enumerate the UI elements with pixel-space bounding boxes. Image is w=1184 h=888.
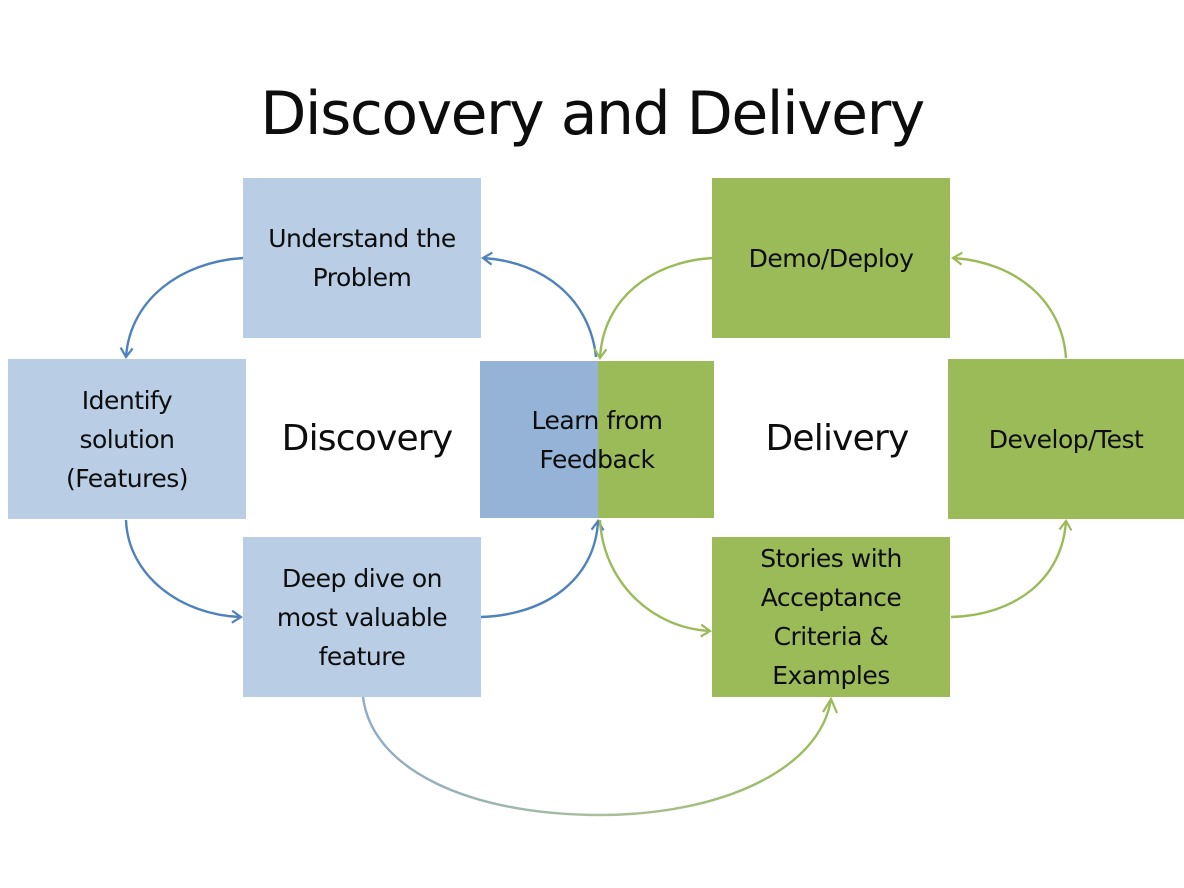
node-identify-solution-label: Identify solution (Features) — [65, 385, 189, 493]
node-deep-dive: Deep dive on most valuable feature — [243, 537, 481, 697]
node-understand-problem: Understand the Problem — [243, 178, 481, 338]
arrow-develop-to-demo — [951, 251, 1068, 359]
arrow-deepdive-to-stories — [361, 696, 833, 817]
node-develop-test-label: Develop/Test — [988, 424, 1144, 454]
arrowhead-stories-bottom — [822, 696, 839, 714]
node-learn-from-feedback: Learn from Feedback — [480, 361, 714, 518]
node-develop-test: Develop/Test — [948, 359, 1184, 519]
node-understand-problem-label: Understand the Problem — [268, 224, 456, 292]
phase-label-delivery: Delivery — [765, 418, 909, 459]
node-demo-deploy: Demo/Deploy — [712, 178, 950, 338]
arrow-understand-to-identify — [119, 256, 244, 359]
node-stories: Stories with Acceptance Criteria & Examp… — [712, 537, 950, 697]
arrow-stories-to-develop — [950, 519, 1073, 619]
arrow-learn-to-understand — [481, 251, 598, 358]
node-learn-from-feedback-label: Learn from Feedback — [531, 405, 664, 474]
arrow-demo-to-learn — [593, 256, 713, 360]
node-deep-dive-label: Deep dive on most valuable feature — [276, 563, 448, 671]
arrow-deepdive-to-learn — [480, 519, 605, 619]
phase-label-discovery: Discovery — [281, 418, 453, 459]
arrow-identify-to-deepdive — [124, 519, 243, 624]
arrow-learn-to-stories — [598, 519, 712, 638]
node-demo-deploy-label: Demo/Deploy — [748, 243, 914, 273]
diagram-title: Discovery and Delivery — [260, 79, 925, 149]
node-stories-label: Stories with Acceptance Criteria & Examp… — [760, 544, 902, 690]
node-identify-solution: Identify solution (Features) — [8, 359, 246, 519]
